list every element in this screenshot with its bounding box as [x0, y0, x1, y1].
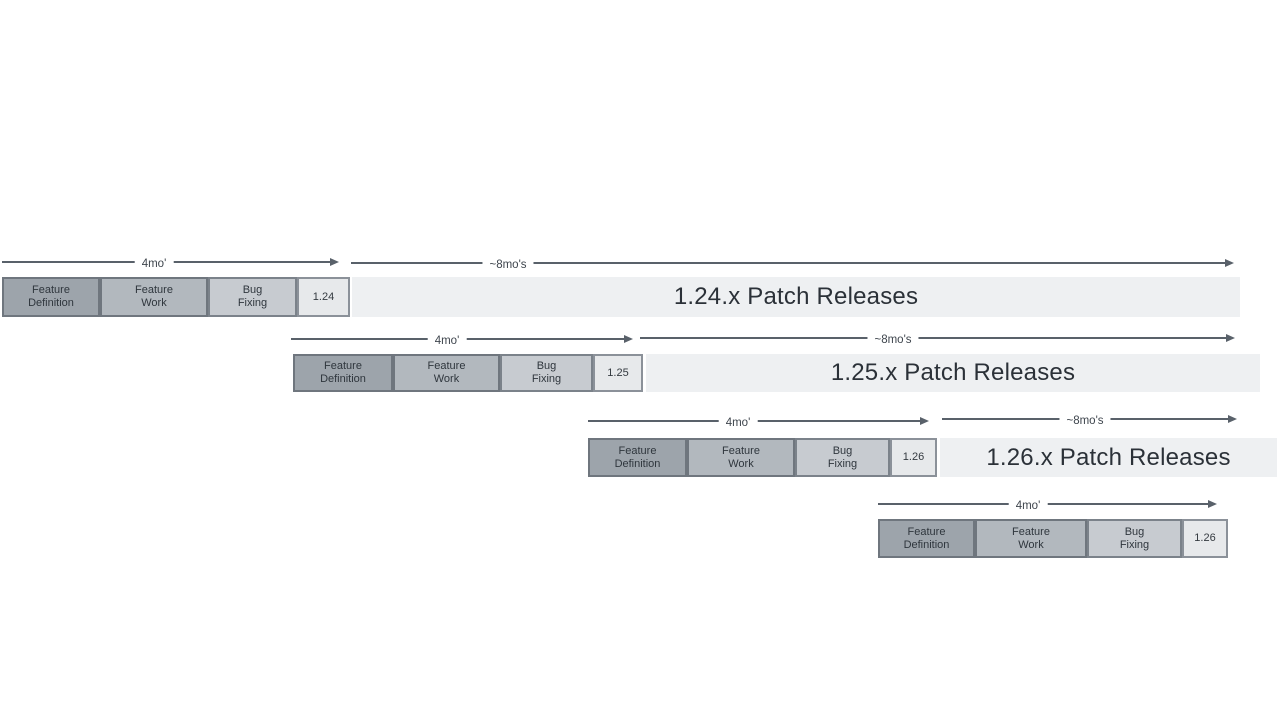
patch-releases-bar: 1.26.x Patch Releases — [940, 438, 1277, 477]
phase-label: Work — [728, 457, 754, 470]
phase-label: Feature — [135, 284, 173, 296]
arrowhead-icon — [1208, 500, 1217, 508]
phase-label: Feature — [324, 360, 362, 372]
version-box: 1.26 — [890, 438, 937, 477]
duration-label: ~8mo's — [1059, 414, 1111, 428]
version-label: 1.26 — [902, 451, 925, 463]
arrowhead-icon — [1228, 415, 1237, 423]
phase-label: Definition — [28, 297, 74, 309]
phase-label: Definition — [614, 457, 661, 470]
phase-label: Work — [141, 297, 167, 309]
phase-label: Fixing — [237, 297, 268, 309]
duration-label: 4mo' — [134, 257, 174, 271]
arrowhead-icon — [920, 417, 929, 425]
phase-label: Fixing — [531, 373, 562, 385]
phase-label: Bug — [832, 444, 853, 457]
duration-label: ~8mo's — [482, 258, 534, 272]
phase-label: Fixing — [1119, 538, 1150, 551]
phase-label: Feature — [722, 444, 760, 457]
phase-label: Feature — [618, 444, 657, 457]
arrowhead-icon — [1226, 334, 1235, 342]
arrowhead-icon — [624, 335, 633, 343]
phase-label: Fixing — [827, 457, 858, 470]
patch-releases-label: 1.26.x Patch Releases — [986, 443, 1231, 471]
duration-label: 4mo' — [427, 334, 467, 348]
patch-releases-bar: 1.25.x Patch Releases — [646, 354, 1260, 392]
version-box: 1.26 — [1182, 519, 1228, 558]
arrowhead-icon — [330, 258, 339, 266]
phase-label: Bug — [1124, 525, 1145, 538]
phase-label: Definition — [320, 373, 366, 385]
duration-label: 4mo' — [718, 416, 758, 430]
version-box: 1.25 — [593, 354, 643, 392]
duration-label: 4mo' — [1008, 499, 1048, 513]
phase-label: Bug — [536, 360, 557, 372]
arrow-line — [640, 337, 1226, 339]
patch-releases-bar: 1.24.x Patch Releases — [352, 277, 1240, 317]
patch-releases-label: 1.25.x Patch Releases — [830, 359, 1076, 386]
phase-label: Feature — [32, 284, 70, 296]
duration-label: ~8mo's — [867, 333, 919, 347]
phase-label: Bug — [242, 284, 263, 296]
version-label: 1.24 — [312, 290, 335, 303]
arrowhead-icon — [1225, 259, 1234, 267]
phase-label: Definition — [903, 538, 950, 551]
arrow-line — [351, 262, 1225, 264]
phase-label: Feature — [907, 525, 946, 538]
phase-label: Work — [433, 373, 460, 385]
phase-label: Work — [1018, 538, 1044, 551]
phase-label: Feature — [1012, 525, 1050, 538]
patch-releases-label: 1.24.x Patch Releases — [673, 283, 919, 310]
version-box: 1.24 — [297, 277, 350, 317]
version-label: 1.25 — [607, 366, 629, 379]
version-label: 1.26 — [1194, 532, 1216, 544]
phase-label: Feature — [427, 360, 466, 372]
